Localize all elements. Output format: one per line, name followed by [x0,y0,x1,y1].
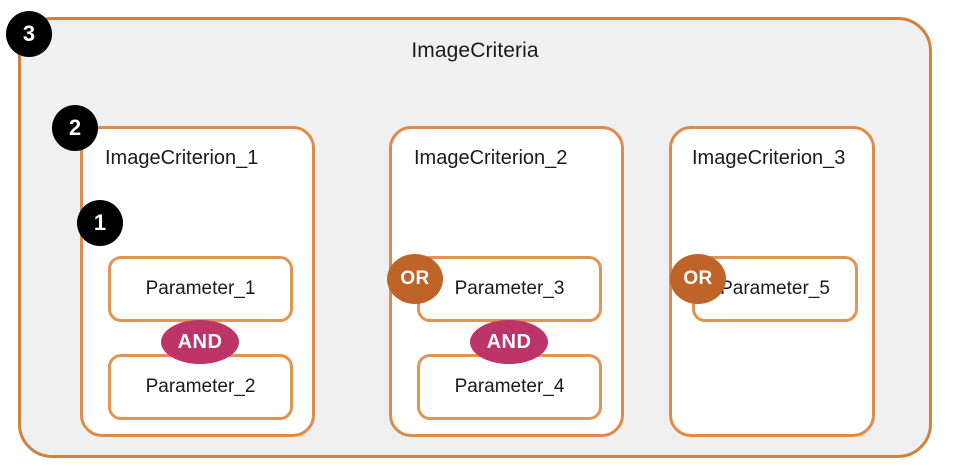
step-marker-3: 3 [6,11,52,57]
parameter-box-1[interactable]: Parameter_1 [108,256,293,322]
and-connector-badge-1: AND [161,320,239,364]
step-marker-2: 2 [52,105,98,151]
parameter-box-4[interactable]: Parameter_4 [417,354,602,420]
or-connector-badge-1: OR [387,254,443,304]
image-criterion-1[interactable]: ImageCriterion_1 Parameter_1 AND Paramet… [80,126,315,437]
page-title: ImageCriteria [411,39,539,62]
and-connector-badge-2: AND [470,320,548,364]
parameter-box-3[interactable]: Parameter_3 [417,256,602,322]
parameter-box-2[interactable]: Parameter_2 [108,354,293,420]
image-criterion-2[interactable]: ImageCriterion_2 Parameter_3 AND Paramet… [389,126,624,437]
image-criterion-1-label: ImageCriterion_1 [105,147,259,169]
image-criterion-3-label: ImageCriterion_3 [692,147,846,169]
image-criteria-group: ImageCriteria ImageCriterion_1 Parameter… [18,17,932,458]
image-criterion-2-label: ImageCriterion_2 [414,147,568,169]
step-marker-1: 1 [77,200,123,246]
criteria-row: ImageCriterion_1 Parameter_1 AND Paramet… [80,126,875,437]
or-connector-badge-2: OR [670,254,726,304]
